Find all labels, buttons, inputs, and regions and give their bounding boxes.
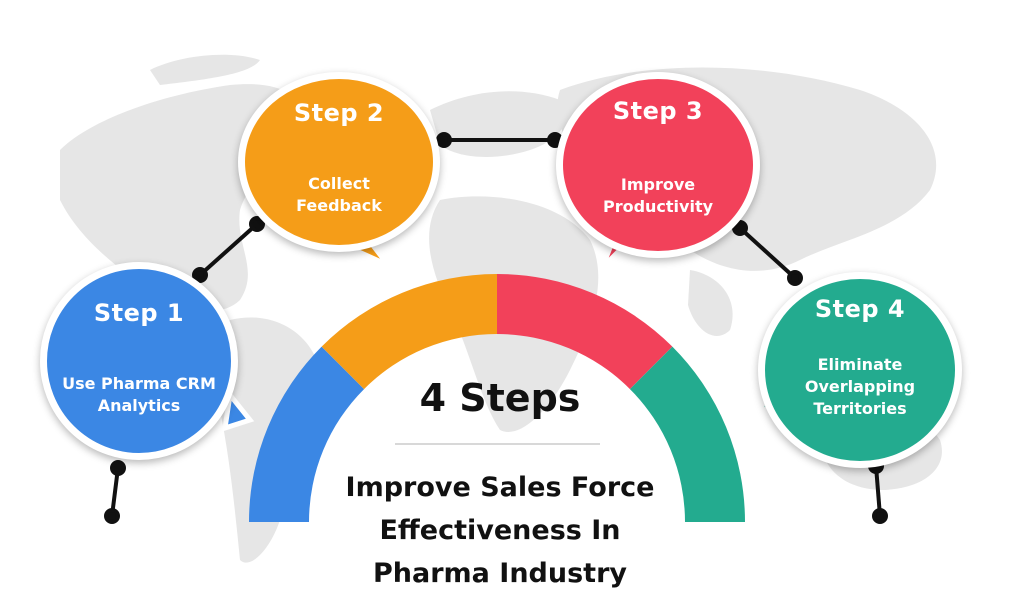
gauge-arc bbox=[249, 274, 745, 522]
center-heading: 4 Steps bbox=[419, 376, 581, 420]
bubble-tail-step1 bbox=[221, 388, 255, 432]
center-subtitle-line: Effectiveness In bbox=[379, 515, 621, 546]
gauge-segment-2 bbox=[321, 274, 497, 390]
step-description: Eliminate Overlapping Territories bbox=[771, 354, 949, 420]
connector-step1-step2 bbox=[198, 222, 259, 277]
connector-dot bbox=[192, 267, 208, 283]
step-description: Collect Feedback bbox=[251, 173, 427, 217]
connector-dot bbox=[104, 508, 120, 524]
step-title: Step 4 bbox=[814, 295, 906, 323]
connector-dot bbox=[732, 220, 748, 236]
step-description-line: Eliminate bbox=[817, 355, 903, 374]
step-description-line: Feedback bbox=[296, 196, 382, 215]
step-title: Step 2 bbox=[293, 99, 385, 127]
connector-step4-tail bbox=[874, 465, 882, 517]
gauge-segment-4 bbox=[629, 346, 745, 522]
step-description-line: Analytics bbox=[97, 396, 181, 415]
gauge-segment-3 bbox=[497, 274, 673, 390]
step-description-line: Improve bbox=[620, 175, 696, 194]
step-description-line: Overlapping bbox=[804, 377, 916, 396]
step-title: Step 3 bbox=[612, 97, 704, 125]
step-description-line: Productivity bbox=[602, 197, 714, 216]
step-1-bubble: Step 1 Use Pharma CRM Analytics bbox=[40, 262, 238, 460]
connector-dot bbox=[436, 132, 452, 148]
connector-dot bbox=[787, 270, 803, 286]
step-description-line: Use Pharma CRM bbox=[62, 374, 216, 393]
step-description: Improve Productivity bbox=[569, 174, 747, 218]
step-4-bubble: Step 4 Eliminate Overlapping Territories bbox=[758, 272, 962, 468]
step-description-line: Collect bbox=[308, 174, 370, 193]
step-title: Step 1 bbox=[93, 299, 185, 327]
center-subtitle-line: Pharma Industry bbox=[372, 558, 627, 589]
step-description: Use Pharma CRM Analytics bbox=[53, 373, 225, 417]
connector-dot bbox=[110, 460, 126, 476]
step-description-line: Territories bbox=[813, 399, 907, 418]
connector-dot bbox=[872, 508, 888, 524]
gauge-segment-1 bbox=[249, 346, 365, 522]
center-subtitle: Improve Sales Force Effectiveness In Pha… bbox=[300, 466, 700, 595]
step-2-bubble: Step 2 Collect Feedback bbox=[238, 72, 440, 252]
connector-step3-step4 bbox=[738, 226, 797, 280]
center-subtitle-line: Improve Sales Force bbox=[345, 472, 655, 503]
connector-step1-tail bbox=[110, 467, 120, 517]
connector-dot bbox=[249, 216, 265, 232]
step-3-bubble: Step 3 Improve Productivity bbox=[556, 72, 760, 258]
